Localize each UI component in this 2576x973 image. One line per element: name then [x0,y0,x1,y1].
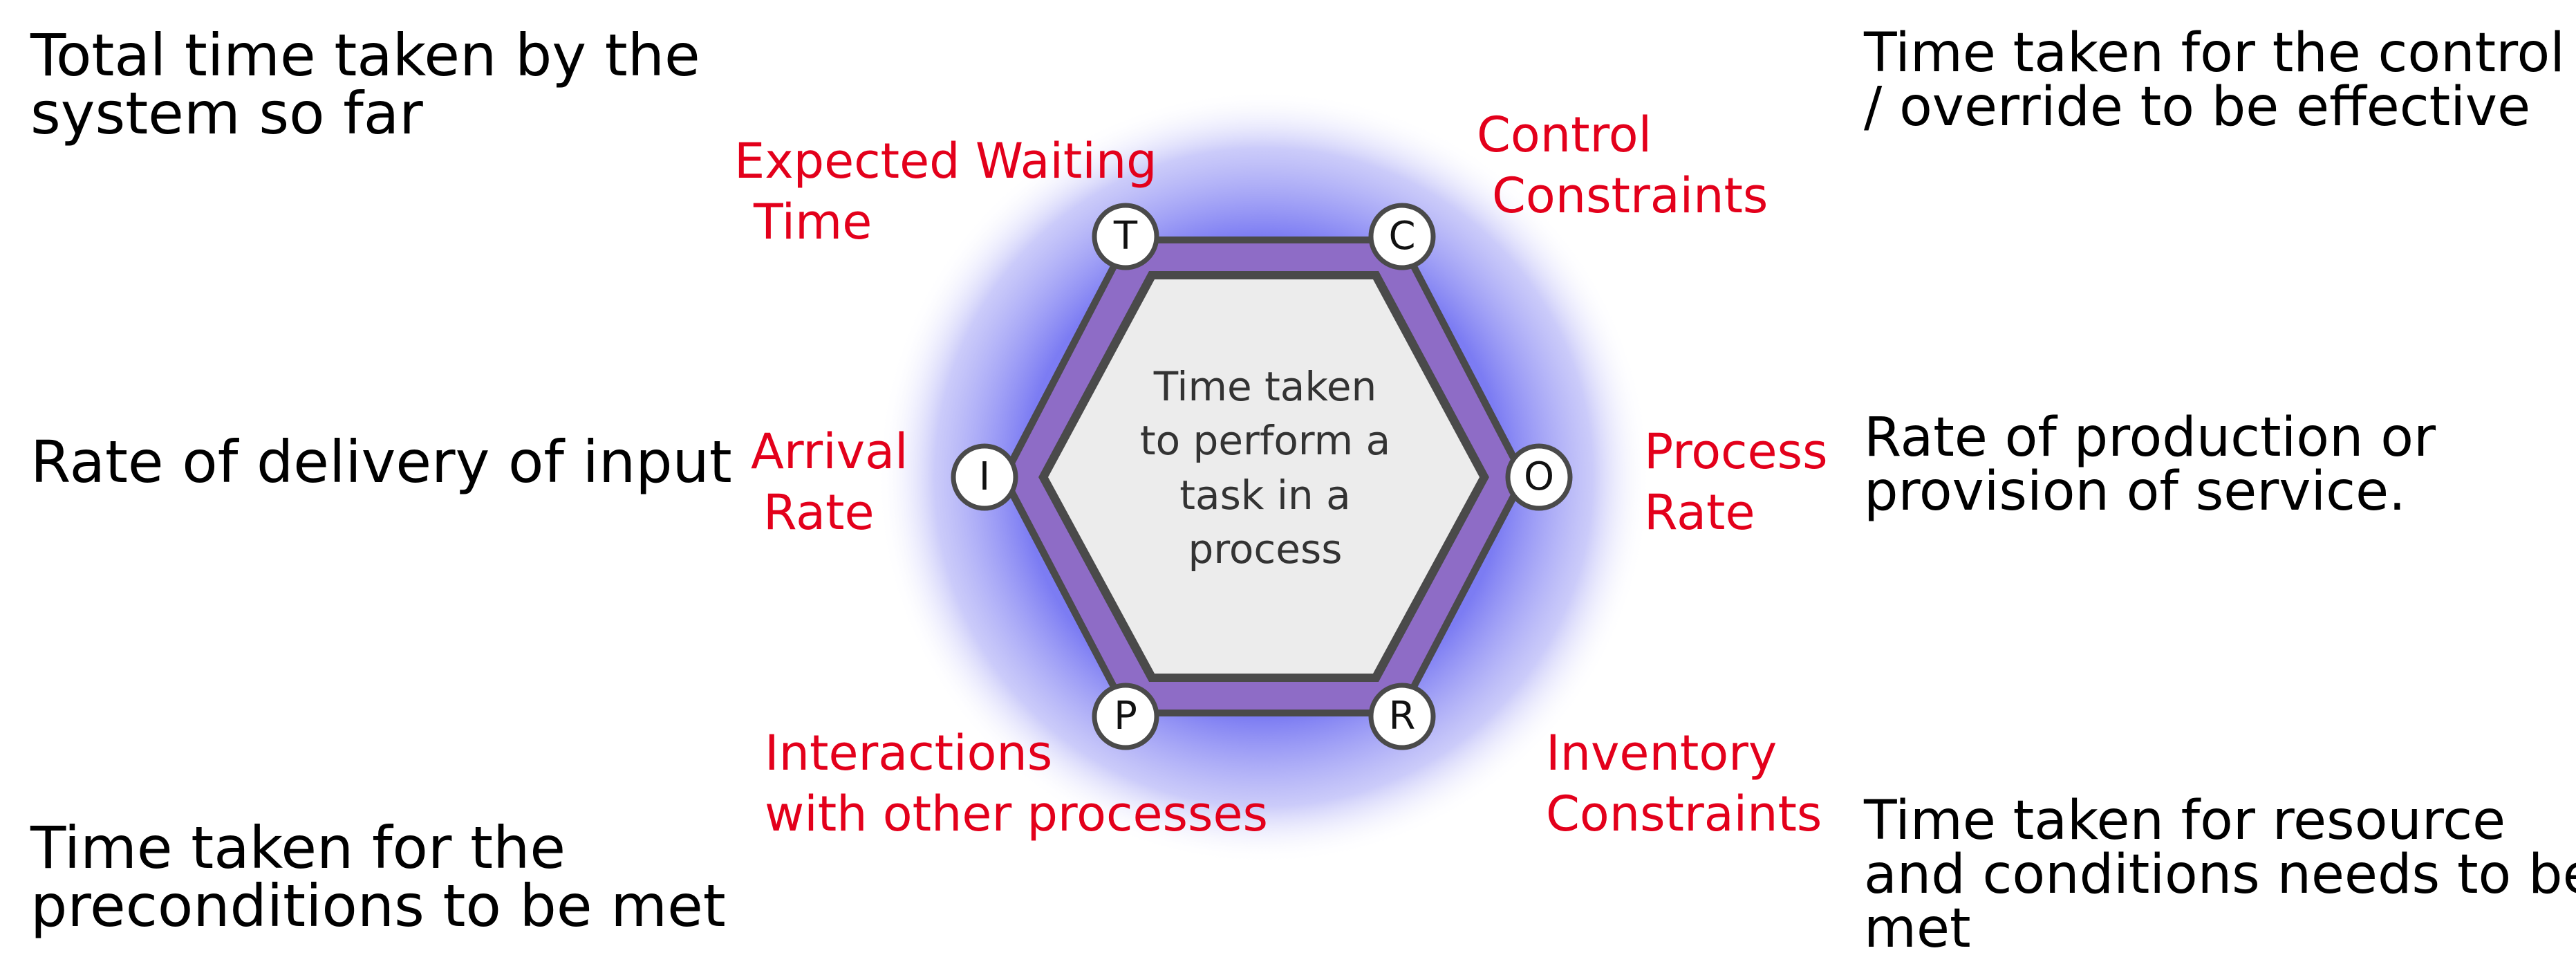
center-line: process [1188,525,1343,573]
description-line: Time taken for the control [1864,22,2565,84]
label-process-rate: Process Rate [1644,422,1828,543]
node-letter-p: P [1114,694,1137,739]
node-letter-o: O [1523,454,1555,499]
label-line: Expected Waiting [734,133,1157,189]
description-line: Rate of delivery of input [30,428,732,496]
description-middle-right: Rate of production or provision of servi… [1864,411,2436,519]
label-line: Arrival [751,423,908,480]
description-line: Total time taken by the [30,21,700,89]
description-top-right: Time taken for the control / override to… [1864,26,2565,134]
label-line: Process [1644,423,1828,480]
node-o [1505,443,1573,511]
label-inventory-constraints: Inventory Constraints [1546,723,1822,844]
description-line: provision of service. [1864,461,2406,523]
label-interactions: Interactions with other processes [765,723,1268,844]
description-bottom-left: Time taken for the preconditions to be m… [30,819,726,935]
label-line: Inventory [1546,725,1777,781]
label-line: Interactions [765,725,1053,781]
description-line: and conditions needs to be [1864,844,2576,906]
node-letter-t: T [1113,214,1138,259]
label-control-constraints: Control Constraints [1477,105,1768,226]
node-p [1092,683,1159,750]
node-letter-c: C [1388,214,1416,259]
description-bottom-right: Time taken for resource and conditions n… [1864,794,2576,956]
center-line: Time taken [1153,363,1377,410]
node-letter-i: I [978,454,991,499]
description-line: / override to be effective [1864,76,2531,138]
node-r [1368,683,1436,750]
description-line: preconditions to be met [30,872,726,940]
node-letter-r: R [1388,694,1416,739]
label-arrival-rate: Arrival Rate [751,422,908,543]
label-line: Rate [1644,483,1755,541]
center-description: Time taken to perform a task in a proces… [1092,360,1438,576]
label-line: Control [1477,106,1652,163]
description-top-left: Total time taken by the system so far [30,26,700,142]
description-line: system so far [30,80,423,147]
label-line: Rate [763,483,875,541]
node-c [1368,203,1436,270]
description-middle-left: Rate of delivery of input [30,433,732,491]
node-i [951,443,1018,511]
description-line: Time taken for the [30,814,566,882]
label-line: with other processes [765,785,1269,842]
description-line: met [1864,898,1971,960]
label-line: Time [754,193,872,250]
center-line: to perform a [1139,417,1391,465]
hexagon-core [1048,279,1480,674]
description-line: Time taken for resource [1864,790,2506,852]
node-t [1092,203,1159,270]
center-line: task in a [1179,471,1351,519]
label-line: Constraints [1492,167,1768,224]
label-line: Constraints [1546,785,1822,842]
description-line: Rate of production or [1864,407,2436,469]
label-expected-waiting-time: Expected Waiting Time [734,131,1157,252]
